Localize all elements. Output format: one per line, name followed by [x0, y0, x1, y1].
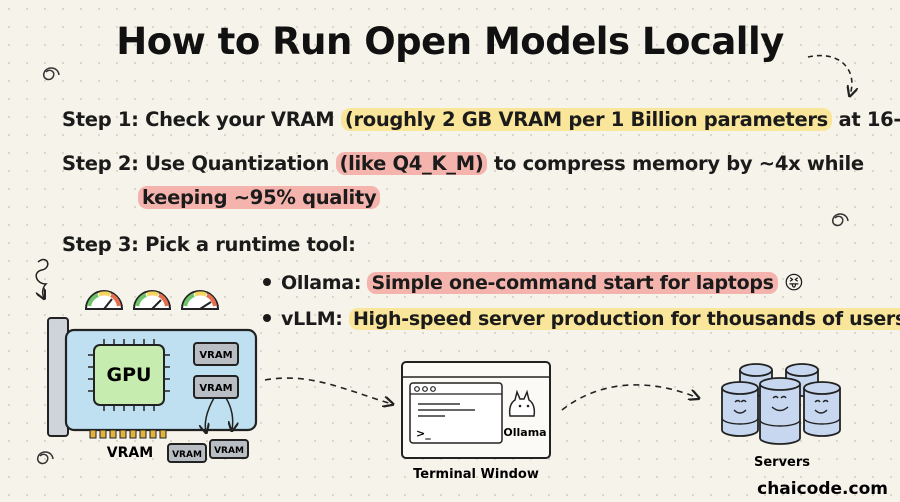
bullet-ollama-name: Ollama: — [281, 272, 362, 294]
terminal-window-label: Terminal Window — [413, 467, 539, 482]
step-2-suffix: to compress memory by ~4x while — [487, 152, 864, 175]
terminal-prompt: >_ — [416, 427, 431, 440]
bullet-ollama-desc: Simple one-command start for laptops — [367, 272, 778, 294]
step-2-highlight: (like Q4_K_M) — [335, 152, 488, 175]
step-1: Step 1: Check your VRAM (roughly 2 GB VR… — [62, 108, 900, 131]
laughing-emoji-icon: 😝 — [783, 272, 804, 294]
dashed-arrow-icon — [264, 377, 392, 404]
vram-chip-label: VRAM — [199, 350, 232, 361]
terminal-window-icon — [401, 361, 551, 459]
servers-label: Servers — [754, 455, 810, 470]
bullet-vllm: vLLM: High-speed server production for t… — [263, 307, 900, 330]
curved-arrow-icon — [807, 54, 852, 95]
bullet-vllm-desc: High-speed server production for thousan… — [348, 308, 900, 330]
step-2-text: Step 2: Use Quantization — [62, 152, 336, 175]
step-2-line-2-highlight: keeping ~95% quality — [138, 186, 381, 209]
vram-chip-label: VRAM — [214, 446, 244, 456]
swirl-doodle-icon — [36, 67, 849, 465]
dashed-arrow-icon — [561, 384, 698, 411]
squiggle-arrow-icon — [35, 258, 49, 298]
gpu-chip-label: GPU — [107, 364, 152, 386]
vram-chip-label: VRAM — [199, 383, 232, 394]
step-3: Step 3: Pick a runtime tool: — [62, 233, 356, 256]
gauge-icons — [84, 290, 220, 310]
step-1-suffix: at 16-bit) — [838, 108, 900, 131]
step-2: Step 2: Use Quantization (like Q4_K_M) t… — [62, 152, 864, 175]
page-title: How to Run Open Models Locally — [116, 20, 784, 63]
step-1-text: Step 1: Check your VRAM — [62, 108, 341, 131]
gpu-card-icon — [47, 317, 258, 463]
bullet-dot — [263, 277, 271, 286]
server-stack-icon — [721, 363, 841, 445]
gpu-vram-label: VRAM — [107, 445, 153, 461]
ollama-label: Ollama — [503, 426, 546, 439]
bullet-dot — [263, 313, 271, 322]
bullet-ollama: Ollama: Simple one-command start for lap… — [263, 272, 804, 294]
step-1-highlight: (roughly 2 GB VRAM per 1 Billion paramet… — [340, 108, 832, 131]
brand-watermark: chaicode.com — [757, 479, 888, 499]
llama-icon — [508, 389, 536, 417]
vram-chip-label: VRAM — [172, 450, 202, 460]
step-2-line-2: keeping ~95% quality — [138, 186, 381, 209]
bullet-vllm-name: vLLM: — [281, 308, 343, 330]
